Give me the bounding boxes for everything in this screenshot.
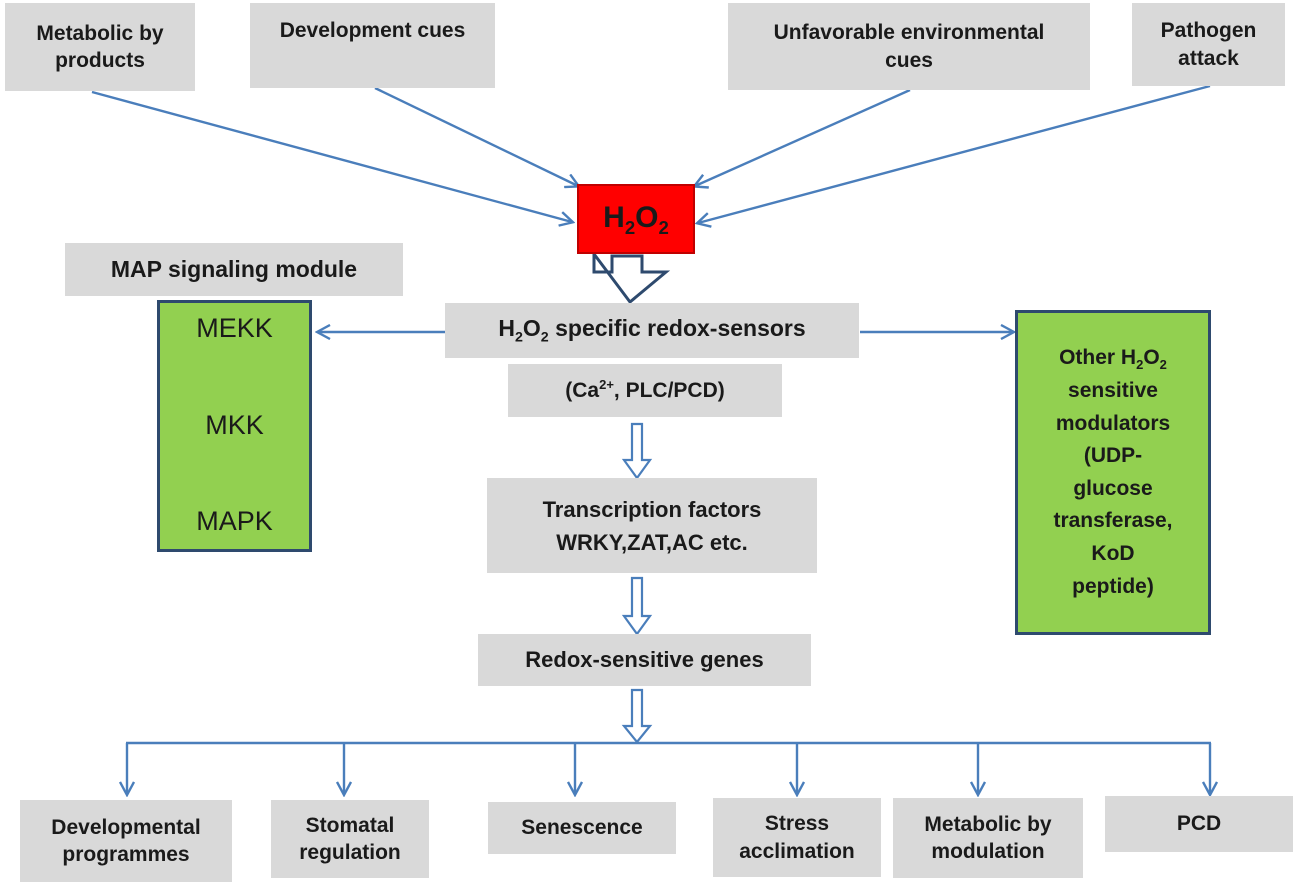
hollow-arrow-genes-down xyxy=(621,688,653,744)
big-hollow-arrow-h2o2-down xyxy=(592,249,671,305)
input-metabolic-byproducts-label: Metabolic by products xyxy=(36,21,164,72)
modulators-line-8: peptide) xyxy=(1072,574,1154,598)
transcription-factors-box: Transcription factors WRKY,ZAT,AC etc. xyxy=(487,478,817,573)
modulators-line-5: glucose xyxy=(1073,476,1153,500)
input-pathogen-attack: Pathogen attack xyxy=(1132,3,1285,86)
hollow-arrow-sensors-to-tf xyxy=(621,422,653,480)
output-metabolic-modulation-label: Metabolic by modulation xyxy=(924,812,1052,863)
map-module-title: MAP signaling module xyxy=(65,243,403,296)
output-stomatal: Stomatal regulation xyxy=(271,800,429,878)
input-development-cues-label: Development cues xyxy=(279,19,466,42)
input-environmental-cues-label: Unfavorable environmental cues xyxy=(773,21,1045,72)
calcium-plc-box: (Ca2+, PLC/PCD) xyxy=(508,364,782,417)
map-module-title-label: MAP signaling module xyxy=(110,255,358,282)
output-pcd-label: PCD xyxy=(1176,812,1222,836)
modulators-line-7: KoD xyxy=(1091,542,1135,565)
redox-genes-label: Redox-sensitive genes xyxy=(525,646,764,672)
map-step-mkk: MKK xyxy=(205,409,264,440)
transcription-line-2: WRKY,ZAT,AC etc. xyxy=(556,529,748,555)
redox-sensors-box: H2O2 specific redox-sensors xyxy=(445,303,859,358)
output-senescence-label: Senescence xyxy=(521,816,643,840)
calcium-plc-label: (Ca2+, PLC/PCD) xyxy=(565,376,725,402)
redox-genes-box: Redox-sensitive genes xyxy=(478,634,811,686)
map-step-mekk: MEKK xyxy=(196,313,273,343)
map-step-mapk: MAPK xyxy=(196,506,273,536)
output-developmental-label: Developmental programmes xyxy=(51,815,201,866)
input-metabolic-byproducts: Metabolic by products xyxy=(5,3,195,91)
input-development-cues: Development cues xyxy=(250,3,495,88)
arrow-environment-to-h2o2 xyxy=(695,88,911,186)
modulators-line-1: Other H2O2 xyxy=(1059,345,1167,373)
h2o2-box: H2O2 xyxy=(577,184,695,254)
h2o2-label: H2O2 xyxy=(603,200,669,238)
hollow-arrow-tf-to-genes xyxy=(621,576,653,636)
other-modulators-box: Other H2O2 sensitive modulators (UDP- gl… xyxy=(1015,310,1211,635)
output-developmental: Developmental programmes xyxy=(20,800,232,882)
modulators-line-6: transferase, xyxy=(1053,509,1173,533)
output-stress-label: Stress acclimation xyxy=(739,812,855,863)
arrow-metabolic-to-h2o2 xyxy=(91,90,572,222)
modulators-line-2: sensitive xyxy=(1068,379,1158,403)
output-senescence: Senescence xyxy=(488,802,676,854)
arrow-development-to-h2o2 xyxy=(374,86,578,186)
output-metabolic-modulation: Metabolic by modulation xyxy=(893,798,1083,878)
redox-sensors-label: H2O2 specific redox-sensors xyxy=(498,314,806,346)
output-stomatal-label: Stomatal regulation xyxy=(299,813,401,864)
output-pcd: PCD xyxy=(1105,796,1293,852)
map-module-box: MEKK MKK MAPK xyxy=(157,300,312,552)
modulators-line-4: (UDP- xyxy=(1083,444,1143,468)
output-stress: Stress acclimation xyxy=(713,798,881,877)
arrow-pathogen-to-h2o2 xyxy=(698,84,1211,223)
modulators-line-3: modulators xyxy=(1055,411,1171,435)
transcription-line-1: Transcription factors xyxy=(542,496,762,522)
input-environmental-cues: Unfavorable environmental cues xyxy=(728,3,1090,90)
input-pathogen-attack-label: Pathogen attack xyxy=(1160,19,1257,70)
